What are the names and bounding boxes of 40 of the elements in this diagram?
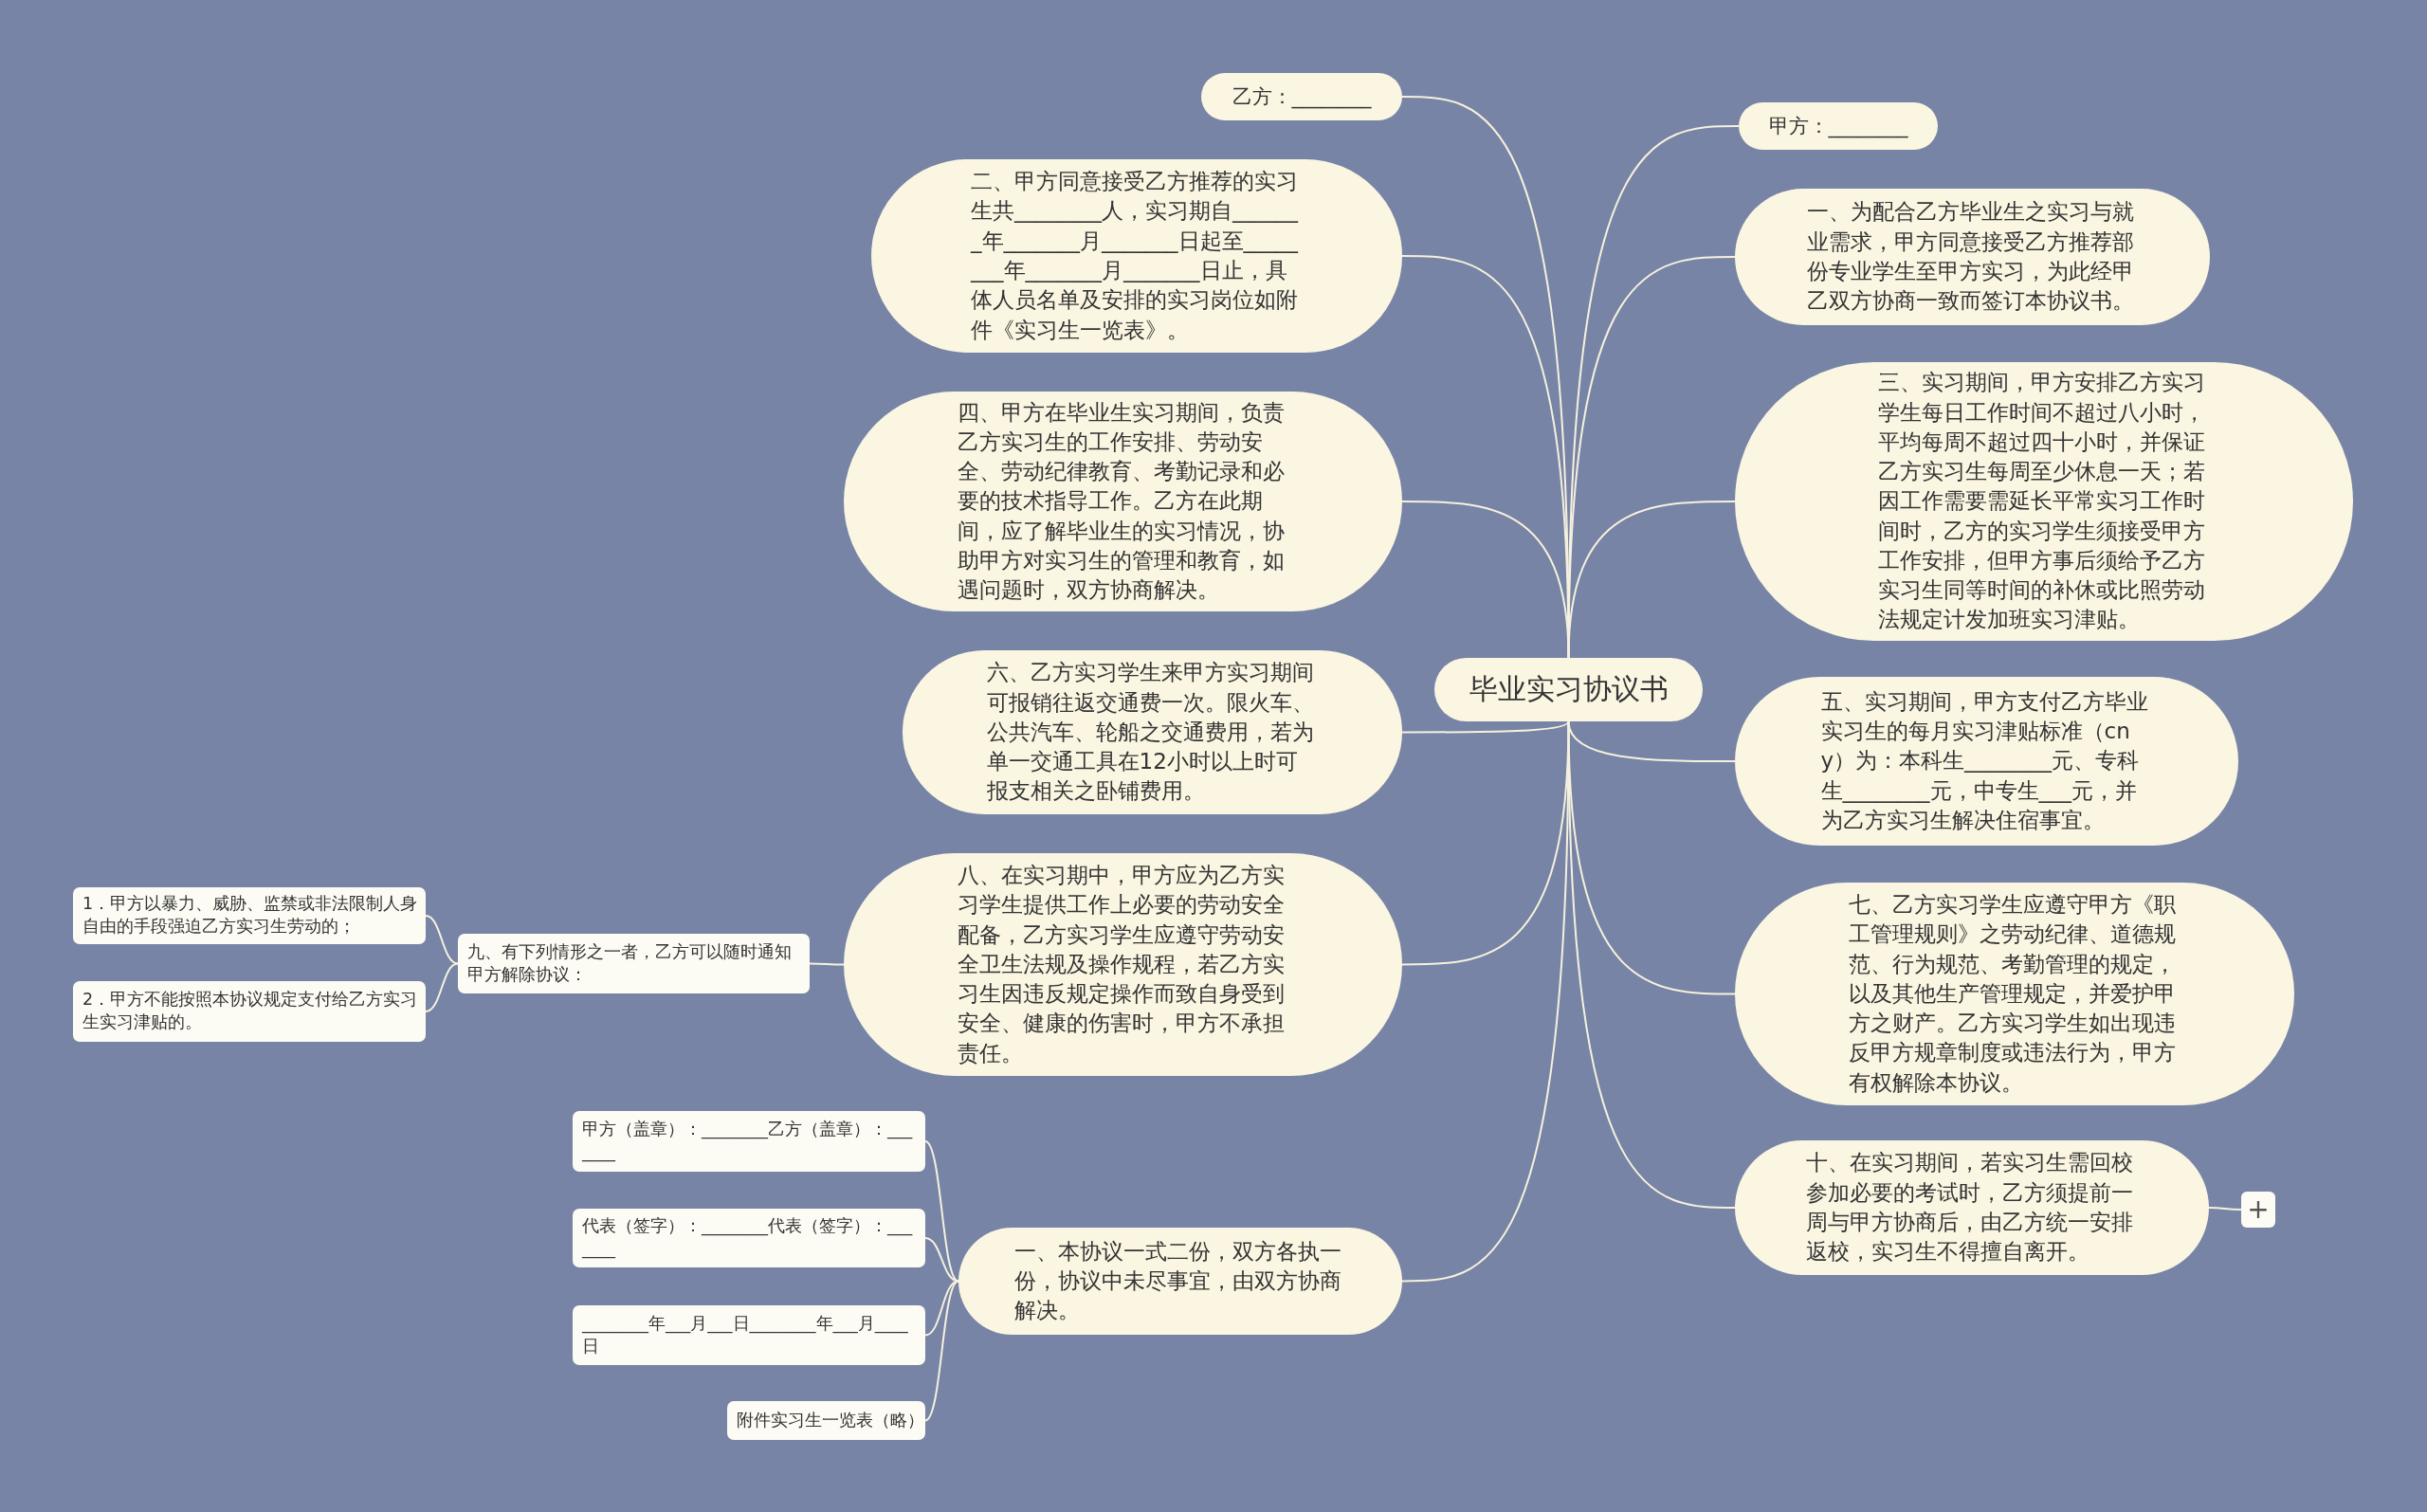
connector-line bbox=[1401, 720, 1570, 734]
topic-text: 二、甲方同意接受乙方推荐的实习生共________人，实习期自_______年_______月_______日起至________年_______月_______日止，具体人员名单及安排的实习岗位如附件《实习生一览表》。 bbox=[971, 168, 1300, 344]
central-topic-text: 毕业实习协议书 bbox=[1469, 671, 1669, 708]
subtopic-text: 代表（签字）：________代表（签字）：_______ bbox=[582, 1215, 914, 1261]
topic-text: 十、在实习期间，若实习生需回校参加必要的考试时，乙方须提前一周与甲方协商后，由乙方统一安排返校，实习生不得擅自离开。 bbox=[1806, 1149, 2134, 1266]
subtopic-text: 九、有下列情形之一者，乙方可以随时通知甲方解除协议： bbox=[467, 940, 793, 986]
topic-text: 四、甲方在毕业生实习期间，负责乙方实习生的工作安排、劳动安全、劳动纪律教育、考勤记录和必要的技术指导工作。乙方在此期间，应了解毕业生的实习情况，协助甲方对实习生的管理和教育，如遇问题时，双方协商解决。 bbox=[957, 398, 1286, 605]
connector-line bbox=[924, 1140, 959, 1283]
subtopic-card bbox=[73, 887, 426, 944]
connector-line bbox=[1401, 501, 1570, 659]
topic-text: 七、乙方实习学生应遵守甲方《职工管理规则》之劳动纪律、道德规范、行为规范、考勤管理的规定，以及其他生产管理规定，并爱护甲方之财产。乙方实习学生如出现违反甲方规章制度或违法行为，甲方有权解除本协议。 bbox=[1849, 891, 2177, 1097]
topic-text: 一、本协议一式二份，双方各执一份，协议中未尽事宜，由双方协商解决。 bbox=[1014, 1237, 1342, 1325]
connector-line bbox=[924, 1280, 959, 1422]
subtopic-card bbox=[73, 981, 426, 1042]
subtopic-text: 2．甲方不能按照本协议规定支付给乙方实习生实习津贴的。 bbox=[82, 989, 419, 1033]
connector-line bbox=[1567, 501, 1736, 659]
topic-text: 甲方：________ bbox=[1768, 113, 1908, 140]
subtopic-text: 1．甲方以暴力、威胁、监禁或非法限制人身自由的手段强迫乙方实习生劳动的； bbox=[82, 893, 419, 938]
subtopic-text: 甲方（盖章）：________乙方（盖章）：_______ bbox=[582, 1119, 914, 1164]
topic-bubble bbox=[1201, 73, 1402, 120]
connector-line bbox=[425, 915, 459, 965]
subtopic-text: 附件实习生一览表（略） bbox=[737, 1409, 924, 1431]
topic-text: 五、实习期间，甲方支付乙方毕业实习生的每月实习津贴标准（cny）为：本科生________元、专科生________元，中专生___元，并为乙方实习生解决住宿事宜。 bbox=[1820, 687, 2149, 834]
connector-line bbox=[924, 1237, 959, 1283]
subtopic-card bbox=[727, 1401, 925, 1440]
topic-text: 八、在实习期中，甲方应为乙方实习学生提供工作上必要的劳动安全配备，乙方实习学生应遵守劳动安全卫生法规及操作规程，若乙方实习生因违反规定操作而致自身受到安全、健康的伤害时，甲方不承担责任。 bbox=[957, 862, 1286, 1067]
topic-bubble bbox=[1739, 102, 1938, 150]
subtopic-card bbox=[458, 934, 810, 993]
subtopic-card bbox=[573, 1209, 925, 1267]
subtopic-card bbox=[573, 1305, 925, 1365]
topic-text: 乙方：________ bbox=[1232, 83, 1372, 111]
subtopic-card bbox=[573, 1111, 925, 1172]
connector-line bbox=[2208, 1207, 2242, 1211]
connector-line bbox=[425, 962, 459, 1012]
topic-text: 三、实习期间，甲方安排乙方实习学生每日工作时间不超过八小时，平均每周不超过四十小时，并保证乙方实习生每周至少休息一天；若因工作需要需延长平常实习工作时间时，乙方的实习学生须接受甲方工作安排，但甲方事后须给予乙方实习生同等时间的补休或比照劳动法规定计发加班实习津贴。 bbox=[1878, 369, 2206, 634]
topic-text: 一、为配合乙方毕业生之实习与就业需求，甲方同意接受乙方推荐部份专业学生至甲方实习，为此经甲乙双方协商一致而签订本协议书。 bbox=[1806, 198, 2135, 316]
connector-line bbox=[809, 962, 845, 966]
expand-button: + bbox=[2241, 1192, 2275, 1228]
subtopic-text: ________年___月___日________年___月____日 bbox=[582, 1312, 909, 1357]
topic-text: 六、乙方实习学生来甲方实习期间可报销往返交通费一次。限火车、公共汽车、轮船之交通费用，若为单一交通工具在12小时以上时可报支相关之卧铺费用。 bbox=[986, 659, 1315, 806]
